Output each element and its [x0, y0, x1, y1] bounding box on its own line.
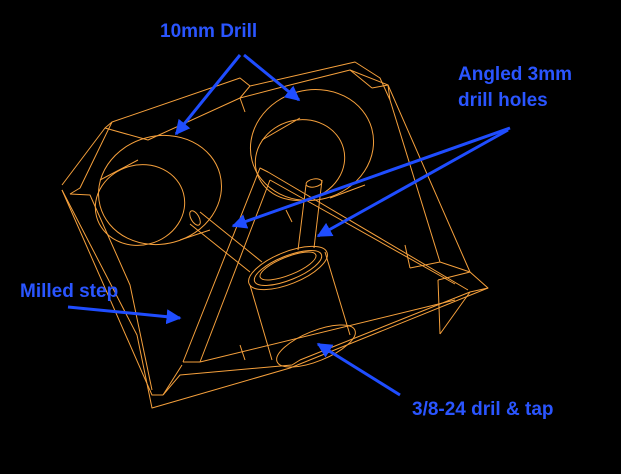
arrow-drill-right: [243, 53, 301, 102]
side-faces: [61, 99, 489, 396]
arrow-angled-hole-left: [231, 126, 511, 229]
label-tap: 3/8-24 dril & tap: [412, 399, 554, 420]
drill-10mm-right: [249, 89, 375, 201]
angled-drill-holes: [189, 178, 323, 273]
milled-step: [182, 167, 469, 363]
label-angled-3mm: Angled 3mm: [458, 64, 573, 85]
arrow-angled-hole-right: [316, 128, 509, 238]
annotation-arrows: [67, 53, 511, 397]
label-drill-holes: drill holes: [458, 90, 548, 111]
block-outline: [61, 69, 489, 409]
label-milled-step: Milled step: [20, 281, 119, 302]
arrow-milled-step: [67, 305, 182, 325]
drill-10mm-left: [94, 134, 222, 246]
arrow-tap: [316, 342, 401, 397]
top-face-edges: [69, 61, 391, 195]
tapped-hole: [248, 245, 356, 368]
arrow-drill-left: [174, 54, 242, 136]
label-10mm-drill: 10mm Drill: [160, 21, 258, 42]
